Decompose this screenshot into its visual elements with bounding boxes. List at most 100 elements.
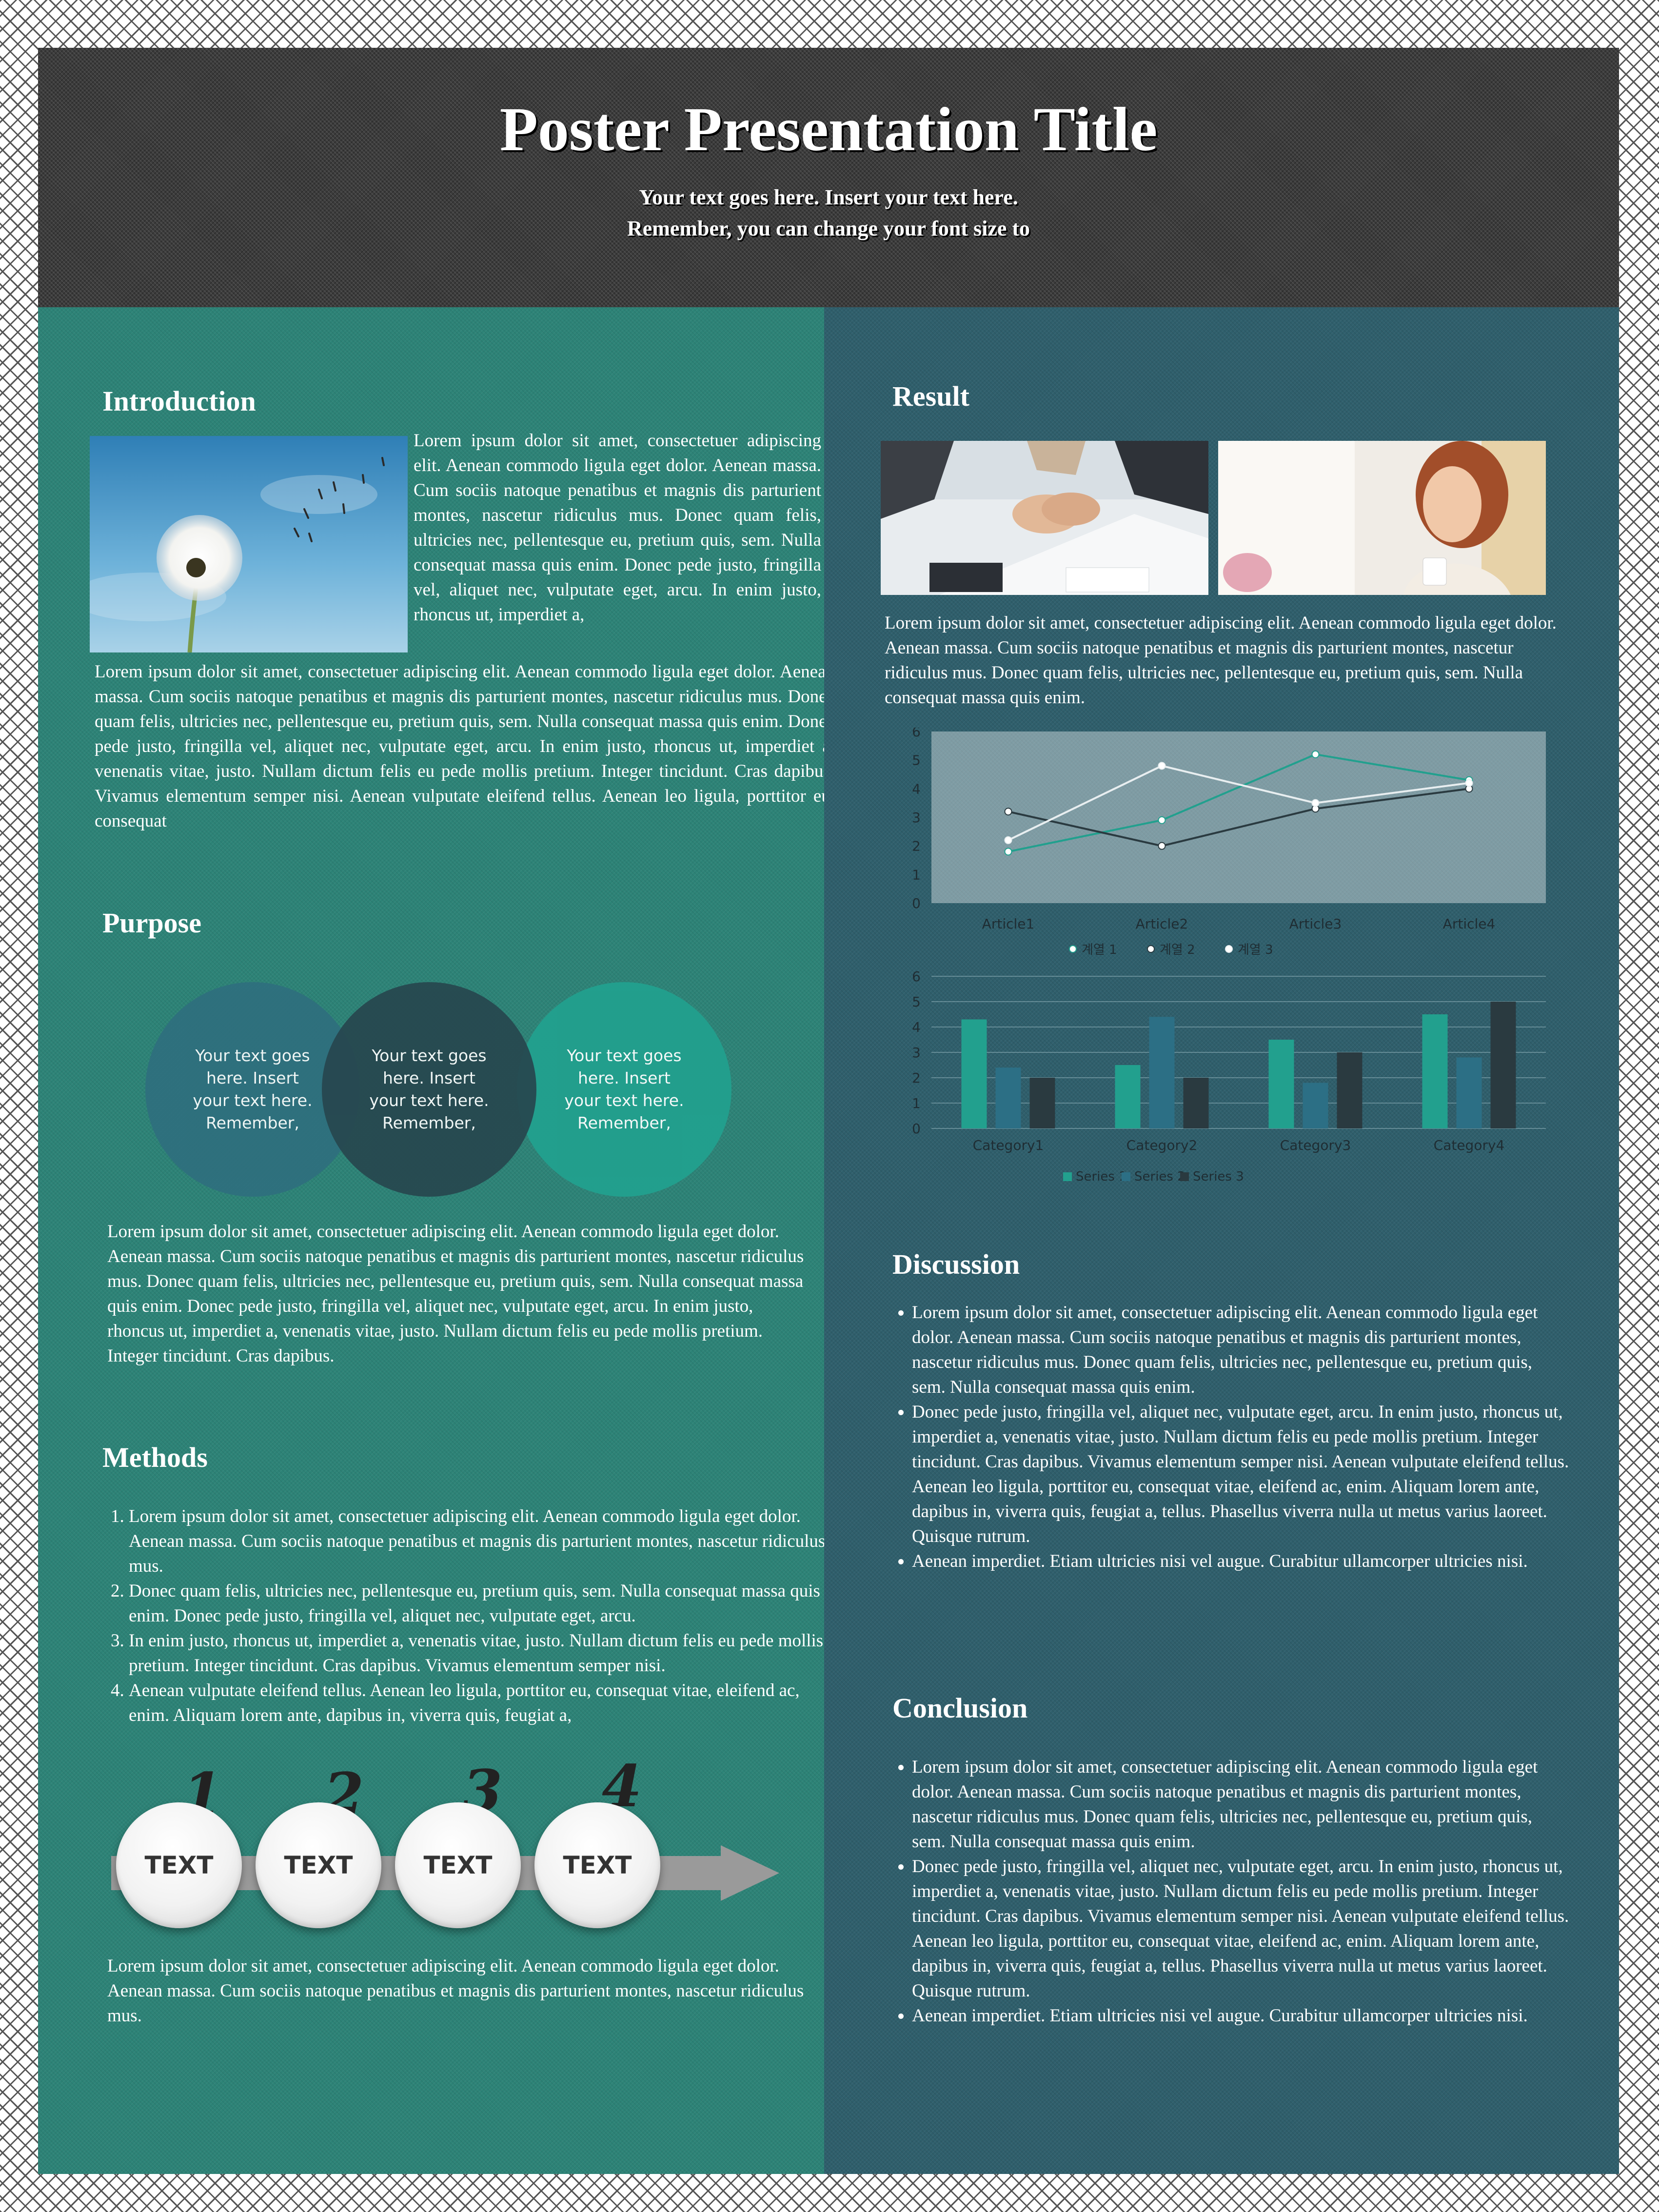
bar-chart-y-tick: 0 (912, 1121, 921, 1137)
methods-list-item: In enim justo, rhoncus ut, imperdiet a, … (129, 1628, 836, 1678)
line-chart-plot-area (931, 731, 1546, 903)
step-circle-1: TEXT (116, 1802, 242, 1928)
line-chart-y-tick: 2 (912, 838, 921, 854)
bar (995, 1067, 1021, 1128)
purpose-heading: Purpose (102, 907, 201, 939)
bar-chart-y-tick: 4 (912, 1019, 921, 1035)
line-legend-marker (1225, 945, 1233, 953)
smiling-woman-photo (1218, 441, 1546, 595)
venn-circle-3: Your text goes here. Insert your text he… (517, 982, 731, 1197)
dandelion-photo (90, 436, 408, 652)
line-series-3 (1007, 765, 1469, 841)
conclusion-list: Lorem ipsum dolor sit amet, consectetuer… (887, 1755, 1570, 2028)
conclusion-list-item: Aenean imperdiet. Etiam ultricies nisi v… (912, 2003, 1570, 2028)
bar (1456, 1057, 1482, 1128)
line-point (1311, 750, 1320, 758)
conclusion-list-item: Donec pede justo, fringilla vel, aliquet… (912, 1854, 1570, 2003)
line-chart-x-tick: Article2 (1136, 916, 1188, 932)
poster-title: Poster Presentation Title (499, 95, 1158, 164)
poster-subtitle: Your text goes here. Insert your text he… (38, 182, 1619, 244)
line-point (1004, 848, 1012, 856)
bar-chart-y-tick: 6 (912, 968, 921, 985)
introduction-text-beside-image: Lorem ipsum dolor sit amet, consectetuer… (414, 431, 821, 625)
line-point (1158, 816, 1166, 824)
line-legend-marker (1069, 945, 1077, 953)
bar-chart-x-tick: Category4 (1434, 1137, 1505, 1153)
venn-circle-1-text: Your text goes here. Insert your text he… (193, 1046, 313, 1132)
venn-circle-2-text: Your text goes here. Insert your text he… (369, 1046, 489, 1132)
step-circle-3: TEXT (395, 1802, 521, 1928)
line-series-1 (1008, 753, 1469, 853)
bar-chart-y-tick: 1 (912, 1095, 921, 1111)
bar-legend-swatch (1122, 1172, 1130, 1181)
bar-legend-label: Series 3 (1193, 1169, 1244, 1183)
bar-chart-x-tick: Category2 (1126, 1137, 1198, 1153)
line-legend-label: 계열 1 (1082, 943, 1117, 957)
poster: Poster Presentation Title Your text goes… (38, 48, 1619, 2174)
line-chart-y-tick: 1 (912, 867, 921, 883)
methods-list-item: Lorem ipsum dolor sit amet, consectetuer… (129, 1504, 836, 1579)
methods-list-item: Donec quam felis, ultricies nec, pellent… (129, 1579, 836, 1628)
woman-image (1218, 441, 1546, 595)
result-text: Lorem ipsum dolor sit amet, consectetuer… (885, 613, 1557, 708)
subtitle-line-1: Your text goes here. Insert your text he… (639, 185, 1018, 209)
purpose-text: Lorem ipsum dolor sit amet, consectetuer… (107, 1222, 804, 1366)
bar-chart-y-tick: 2 (912, 1070, 921, 1086)
discussion-list-item: Lorem ipsum dolor sit amet, consectetuer… (912, 1300, 1570, 1400)
line-chart-y-tick: 6 (912, 728, 921, 740)
line-point (1158, 842, 1166, 850)
dandelion-image (90, 436, 408, 652)
line-legend-label: 계열 3 (1238, 943, 1273, 957)
line-legend-marker (1147, 945, 1155, 953)
step-circle-4: TEXT (534, 1802, 660, 1928)
left-column: Introduction (38, 307, 835, 2174)
result-heading: Result (892, 380, 969, 412)
line-chart-x-tick: Article3 (1289, 916, 1342, 932)
discussion-heading: Discussion (892, 1248, 1020, 1280)
handshake-photo (881, 441, 1208, 595)
methods-list-item: Aenean vulputate eleifend tellus. Aenean… (129, 1678, 836, 1728)
bar-legend-swatch (1063, 1172, 1072, 1181)
venn-circle-2: Your text goes here. Insert your text he… (322, 982, 536, 1197)
line-chart-x-tick: Article1 (982, 916, 1035, 932)
line-point (1158, 762, 1166, 770)
handshake-image (881, 441, 1208, 595)
discussion-list-item: Donec pede justo, fringilla vel, aliquet… (912, 1400, 1570, 1549)
conclusion-heading: Conclusion (892, 1692, 1028, 1724)
bar (1149, 1017, 1175, 1128)
bar (961, 1019, 987, 1128)
methods-text: Lorem ipsum dolor sit amet, consectetuer… (107, 1956, 804, 2026)
line-point (1004, 836, 1012, 844)
right-column: Result (824, 307, 1619, 2174)
bar-chart-y-tick: 5 (912, 994, 921, 1010)
line-point (1465, 779, 1473, 787)
bar-chart-y-tick: 3 (912, 1045, 921, 1061)
bar (1490, 1002, 1516, 1128)
discussion-list: Lorem ipsum dolor sit amet, consectetuer… (887, 1300, 1570, 1574)
subtitle-line-2: Remember, you can change your font size … (627, 217, 1030, 240)
conclusion-list-item: Lorem ipsum dolor sit amet, consectetuer… (912, 1755, 1570, 1854)
line-chart-x-tick: Article4 (1443, 916, 1496, 932)
bar (1115, 1065, 1141, 1128)
bar-chart-x-tick: Category3 (1280, 1137, 1351, 1153)
methods-list: Lorem ipsum dolor sit amet, consectetuer… (101, 1504, 836, 1728)
bar (1303, 1083, 1328, 1128)
venn-circle-3-text: Your text goes here. Insert your text he… (564, 1046, 684, 1132)
introduction-text: Lorem ipsum dolor sit amet, consectetuer… (95, 662, 835, 831)
introduction-heading: Introduction (102, 385, 256, 417)
bar (1183, 1078, 1209, 1128)
line-point (1311, 799, 1320, 807)
bar (1268, 1040, 1294, 1128)
bar-legend-label: Series 2 (1134, 1169, 1185, 1183)
line-series-2 (1008, 788, 1469, 847)
bar-legend-label: Series 1 (1076, 1169, 1127, 1183)
discussion-list-item: Aenean imperdiet. Etiam ultricies nisi v… (912, 1549, 1570, 1574)
line-chart-y-tick: 4 (912, 781, 921, 797)
methods-heading: Methods (102, 1442, 208, 1473)
bar (1422, 1014, 1448, 1128)
step-circle-2: TEXT (256, 1802, 381, 1928)
line-chart-y-tick: 5 (912, 752, 921, 769)
line-chart-y-tick: 3 (912, 810, 921, 826)
